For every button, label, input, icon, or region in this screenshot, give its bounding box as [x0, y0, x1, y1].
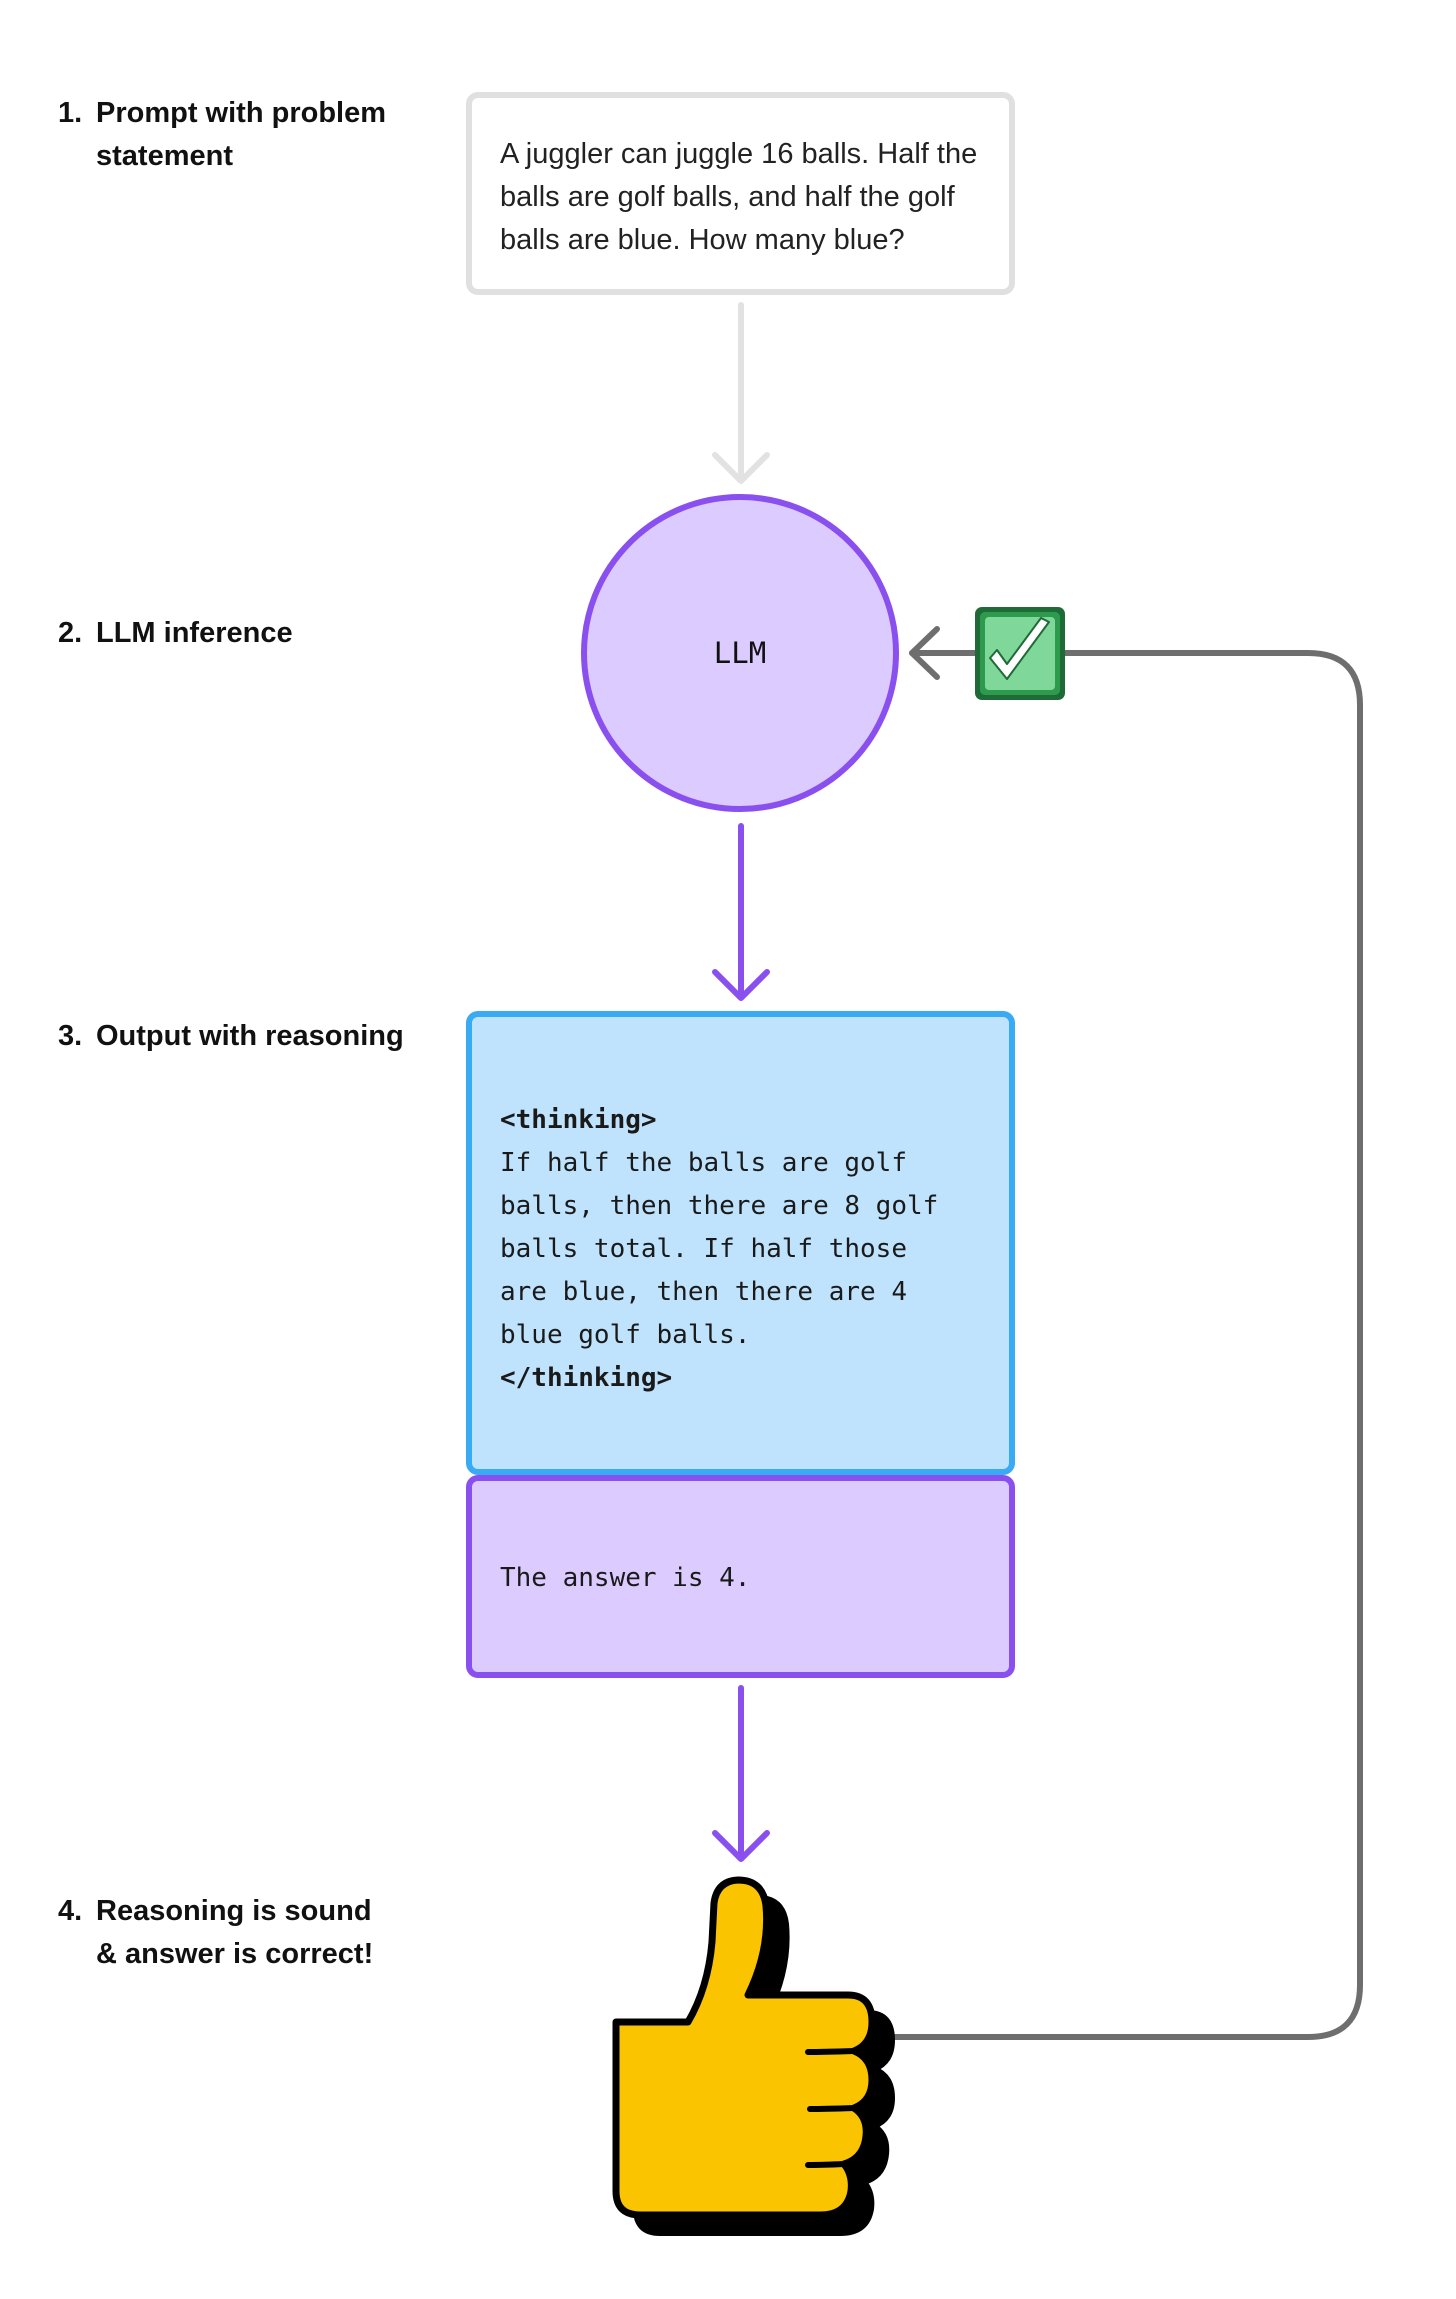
thinking-open-tag: <thinking>: [500, 1105, 657, 1135]
step-1-text: Prompt with problem statement: [96, 97, 386, 172]
thumbs-up-icon: [612, 1876, 895, 2236]
output-text: <thinking> If half the balls are golf ba…: [500, 1099, 989, 1400]
reasoning-text: If half the balls are golf balls, then t…: [500, 1148, 939, 1350]
step-1-label: 1. Prompt with problem statement: [58, 92, 386, 178]
prompt-to-llm-arrow: [712, 302, 770, 484]
llm-label: LLM: [713, 636, 767, 670]
thinking-close-tag: </thinking>: [500, 1363, 673, 1393]
step-1-number: 1.: [58, 97, 83, 129]
answer-text: The answer is 4.: [500, 1563, 751, 1593]
prompt-box: A juggler can juggle 16 balls. Half the …: [466, 92, 1015, 295]
step-3-label: 3. Output with reasoning: [58, 1015, 404, 1058]
step-2-text: LLM inference: [96, 617, 293, 649]
step-4-text: Reasoning is sound & answer is correct!: [96, 1895, 374, 1970]
feedback-loop-arrow: [883, 626, 1363, 2040]
output-reasoning-box: <thinking> If half the balls are golf ba…: [466, 1011, 1015, 1475]
step-2-number: 2.: [58, 617, 83, 649]
step-3-text: Output with reasoning: [96, 1020, 404, 1052]
prompt-text: A juggler can juggle 16 balls. Half the …: [500, 138, 978, 256]
llm-to-output-arrow: [712, 823, 770, 1001]
llm-node: LLM: [581, 494, 899, 812]
step-4-label: 4. Reasoning is sound & answer is correc…: [58, 1890, 373, 1976]
step-2-label: 2. LLM inference: [58, 612, 293, 655]
answer-box: The answer is 4.: [466, 1475, 1015, 1678]
step-3-number: 3.: [58, 1020, 83, 1052]
step-4-number: 4.: [58, 1895, 83, 1927]
check-mark-icon: [975, 607, 1065, 700]
answer-to-result-arrow: [712, 1685, 770, 1862]
